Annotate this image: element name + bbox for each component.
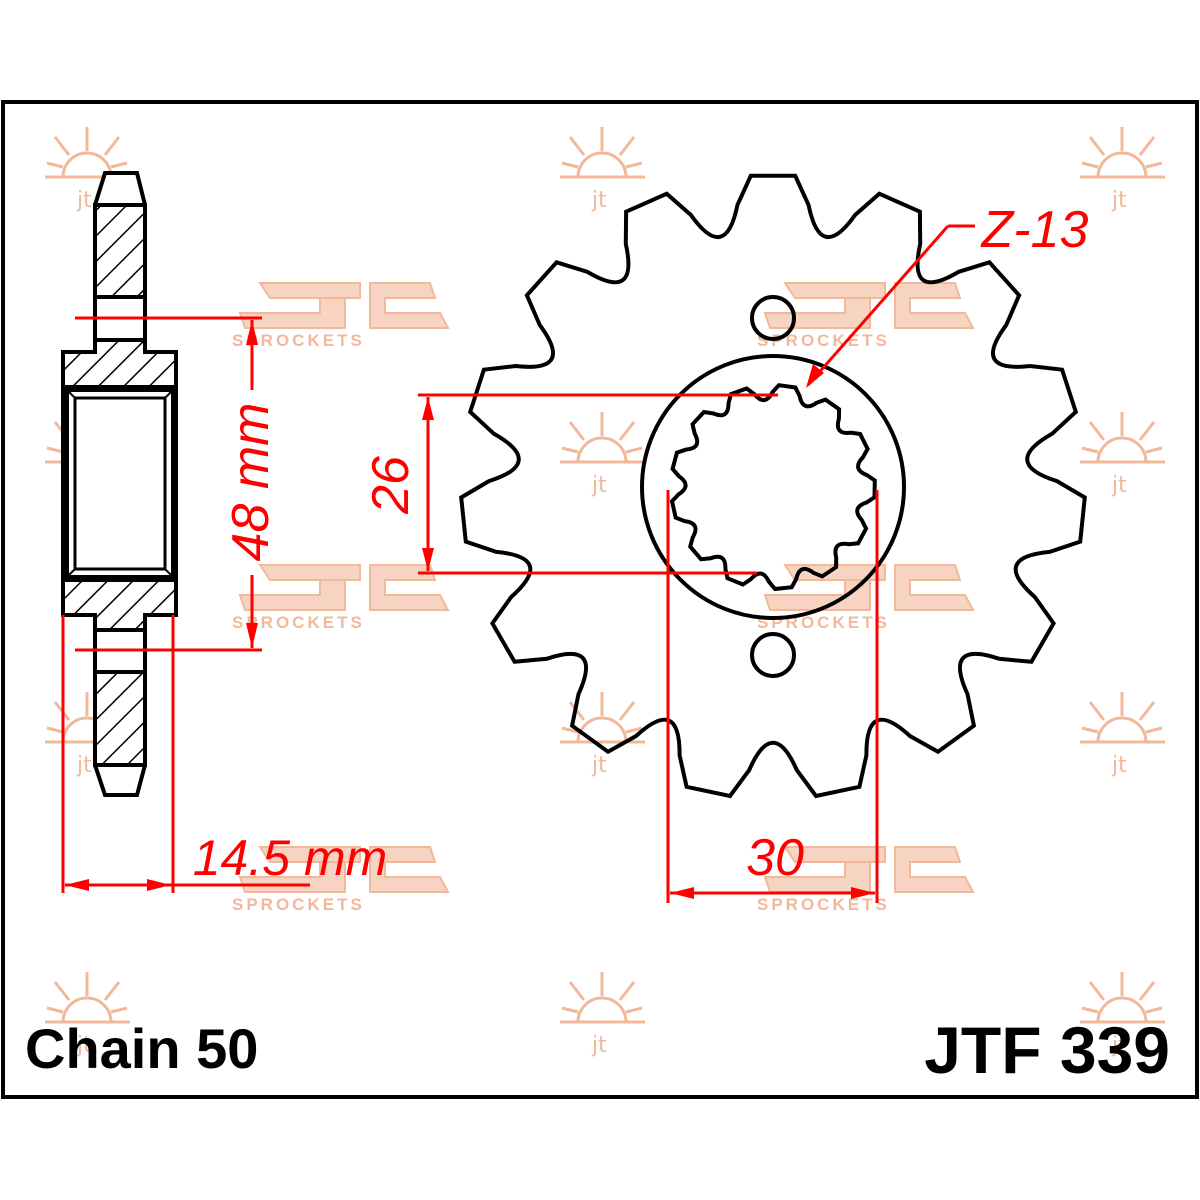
sprocket-tooth-outline [459, 173, 1087, 799]
bolt-hole-top [750, 295, 796, 341]
dimension-hub-diameter: 48 mm [222, 403, 280, 562]
watermark-jt-sprockets-logo [756, 282, 974, 351]
bolt-hole-bottom [750, 632, 796, 678]
watermark-sun-logo [1078, 125, 1167, 215]
dimension-spline-count: Z-13 [980, 201, 1089, 259]
dimension-spline-inner: 26 [362, 456, 420, 515]
watermark-sun-logo [558, 410, 647, 500]
watermark-sun-logo [558, 125, 647, 215]
watermark-sun-logo [1078, 690, 1167, 780]
sprocket-side-profile [61, 171, 178, 797]
watermark-jt-sprockets-logo [231, 282, 449, 351]
sprocket-front-view [459, 173, 1087, 799]
watermark-layer [43, 125, 1167, 1060]
chain-label: Chain 50 [25, 1017, 258, 1080]
hub-circle [640, 354, 906, 620]
dimension-width: 14.5 mm [193, 830, 388, 886]
watermark-sun-logo [558, 690, 647, 780]
dimension-lines [61, 224, 975, 903]
watermark-sun-logo [558, 970, 647, 1060]
spline-outline [669, 383, 877, 592]
part-number-label: JTF 339 [924, 1013, 1170, 1087]
watermark-jt-sprockets-logo [231, 564, 449, 633]
watermark-jt-sprockets-logo [756, 564, 974, 633]
dimension-spline-outer: 30 [746, 829, 804, 887]
watermark-sun-logo [1078, 410, 1167, 500]
drawing-border [1, 100, 1199, 1099]
